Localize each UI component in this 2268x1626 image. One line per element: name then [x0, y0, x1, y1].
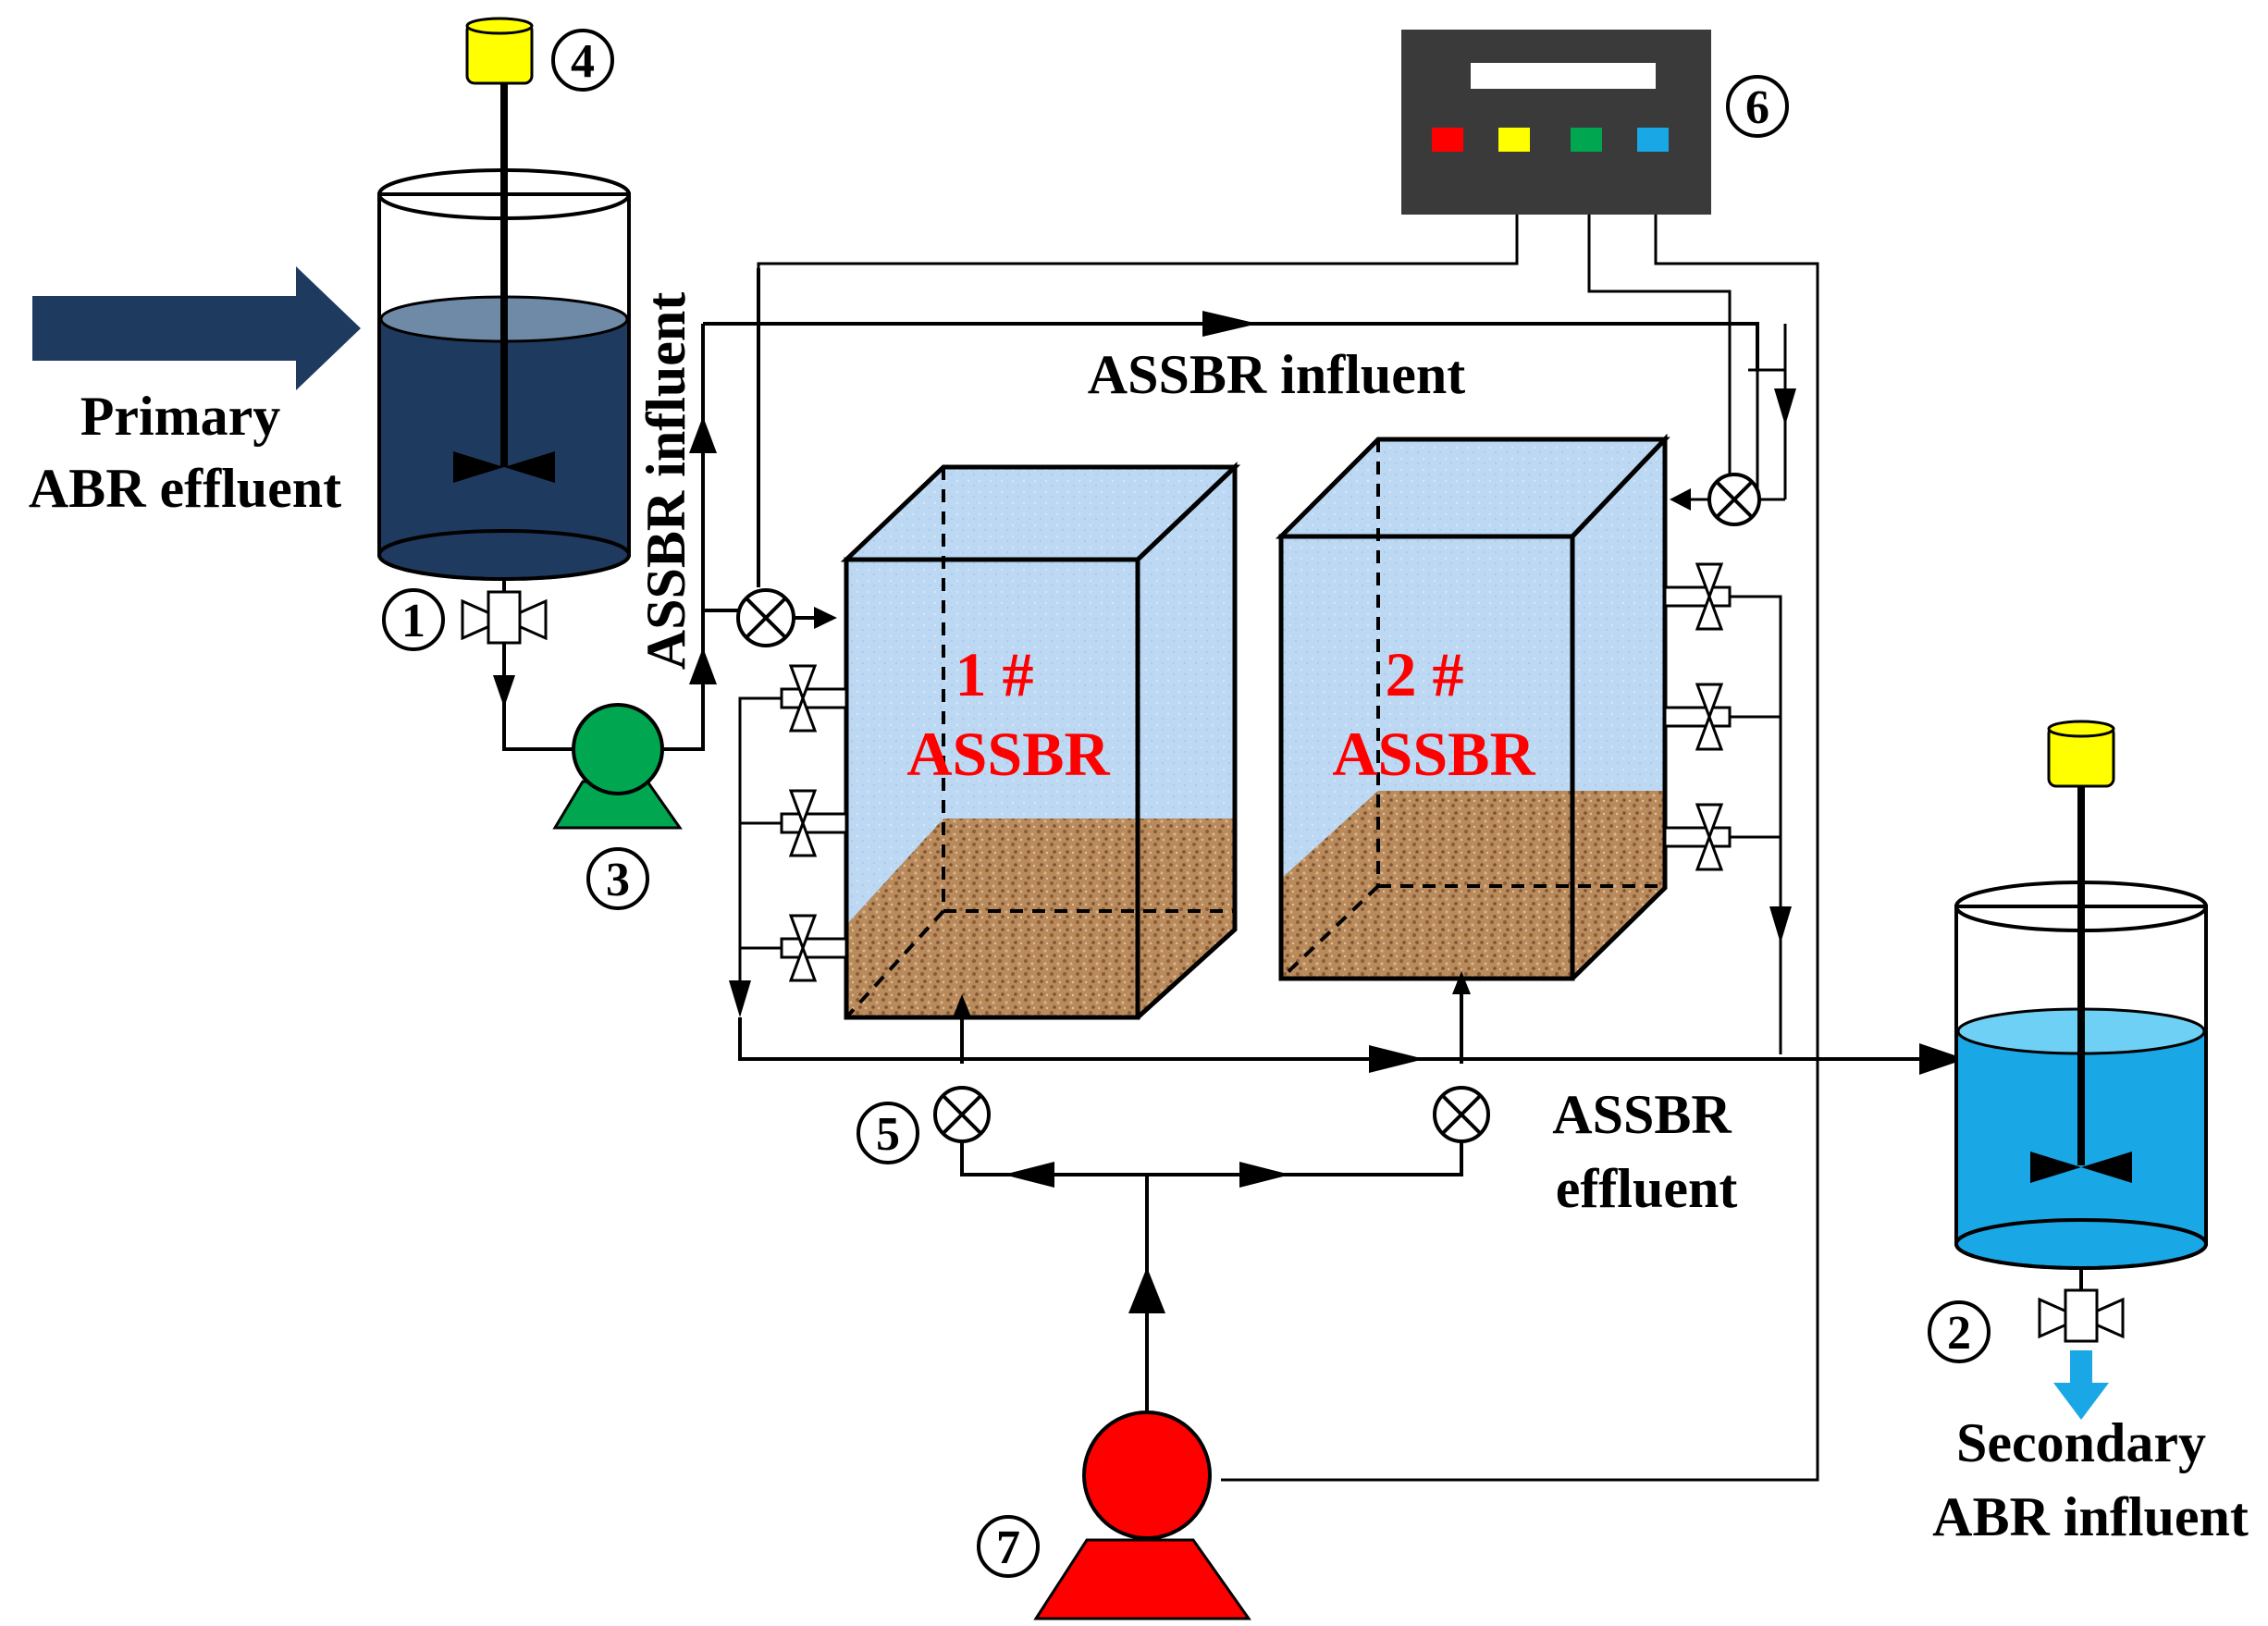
marker-4-label: 4 — [571, 35, 595, 88]
marker-3: 3 — [586, 847, 649, 910]
marker-1-label: 1 — [401, 595, 425, 647]
assbr-influent-top-label: ASSBR influent — [1088, 344, 1465, 405]
arrow-up-feed-2 — [689, 416, 717, 453]
reactor2-tap-valve — [1663, 803, 1732, 871]
arrow-left-aeration — [1004, 1162, 1054, 1188]
reactor1-side-taps — [738, 664, 848, 994]
feed-tank — [377, 17, 631, 645]
controller-display — [1471, 63, 1656, 89]
effluent-label-line1: ASSBR — [1552, 1084, 1732, 1145]
arrow-down-reactor2-drain — [1769, 906, 1792, 943]
feed-pump — [552, 703, 683, 830]
reactor1-label-line2: ASSBR — [906, 719, 1110, 789]
effluent-label-line2: effluent — [1556, 1158, 1738, 1219]
reactor2-tap-valve — [1663, 683, 1732, 751]
marker-7-label: 7 — [996, 1521, 1020, 1574]
arrow-right-effluent-1 — [1369, 1045, 1424, 1073]
secondary-label-line2: ABR influent — [1932, 1486, 2249, 1547]
marker-3-label: 3 — [606, 854, 630, 906]
controller-light-red — [1432, 128, 1463, 152]
marker-2: 2 — [1928, 1300, 1991, 1363]
reactor2-side-taps — [1663, 562, 1782, 1054]
reactor2-label-line2: ASSBR — [1332, 719, 1535, 789]
primary-label-line2: ABR effluent — [29, 458, 341, 519]
reactor2-tap-valve — [1663, 562, 1732, 631]
reactor-1 — [840, 462, 1241, 1020]
reactor2-inlet-valve — [1670, 324, 1796, 526]
air-pump — [1033, 1410, 1251, 1620]
marker-2-label: 2 — [1947, 1307, 1971, 1360]
marker-5-label: 5 — [876, 1108, 900, 1161]
arrow-up-aeration-main — [1128, 1267, 1165, 1313]
reactor1-tap-valve — [780, 914, 848, 982]
marker-6-label: 6 — [1745, 81, 1769, 134]
arrow-down-feed — [493, 675, 515, 708]
controller — [1401, 30, 1711, 215]
reactor2-label-line1: 2 # — [1386, 639, 1464, 709]
reactor1-inlet-valve — [736, 268, 837, 647]
arrow-up-reactor2-bottom — [1452, 971, 1471, 994]
secondary-tank-impeller — [2030, 1152, 2132, 1183]
marker-4: 4 — [551, 29, 614, 92]
effluent-line — [738, 1017, 1942, 1061]
arrow-right-aeration — [1239, 1162, 1290, 1188]
controller-wiring — [757, 215, 1819, 1482]
controller-light-yellow — [1498, 128, 1530, 152]
secondary-output-arrow — [2053, 1350, 2109, 1420]
aeration-line — [960, 985, 1463, 1410]
reactor1-label-line1: 1 # — [955, 639, 1034, 709]
controller-light-blue — [1637, 128, 1669, 152]
marker-7: 7 — [977, 1515, 1040, 1578]
arrow-up-feed-1 — [689, 647, 717, 684]
primary-label-line1: Primary — [80, 386, 281, 447]
arrow-down-reactor1-drain — [729, 980, 751, 1017]
assbr-influent-vertical-label: ASSBR influent — [635, 292, 696, 670]
controller-light-green — [1571, 128, 1602, 152]
marker-5: 5 — [857, 1102, 919, 1164]
reactor1-tap-valve — [780, 789, 848, 857]
feed-tank-impeller — [453, 451, 555, 483]
secondary-tank — [1954, 720, 2208, 1420]
reactor1-tap-valve — [780, 664, 848, 733]
secondary-label-line1: Secondary — [1956, 1412, 2206, 1473]
primary-input-arrow — [32, 266, 361, 390]
marker-6: 6 — [1726, 75, 1789, 138]
arrow-right-influent-top — [1202, 311, 1258, 337]
marker-1: 1 — [382, 588, 445, 651]
reactor-2 — [1275, 433, 1670, 981]
arrow-up-reactor1-bottom — [953, 994, 971, 1017]
aeration-valve-1 — [933, 1086, 991, 1143]
aeration-valve-2 — [1433, 1086, 1490, 1143]
arrow-right-effluent-2 — [1919, 1043, 1966, 1075]
